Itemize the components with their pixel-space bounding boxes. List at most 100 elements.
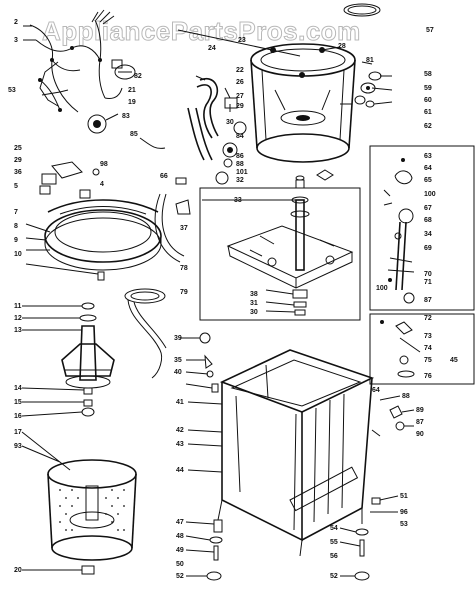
part-82-plug bbox=[114, 64, 136, 80]
callout-49: 49 bbox=[176, 547, 184, 554]
callout-52b: 52 bbox=[330, 573, 338, 580]
callout-52: 52 bbox=[176, 573, 184, 580]
callout-86: 86 bbox=[236, 153, 244, 160]
callout-88b: 88 bbox=[402, 393, 410, 400]
callout-32: 32 bbox=[236, 177, 244, 184]
callout-41: 41 bbox=[176, 399, 184, 406]
part-22-hose bbox=[187, 77, 219, 161]
callout-57: 57 bbox=[426, 27, 434, 34]
callout-25: 25 bbox=[14, 145, 22, 152]
part-20-nut bbox=[81, 565, 95, 575]
wiring-harness bbox=[29, 9, 123, 113]
part-83-coil bbox=[87, 113, 119, 134]
callout-53: 53 bbox=[8, 87, 16, 94]
tub-washers bbox=[316, 71, 382, 181]
callout-37: 37 bbox=[180, 225, 188, 232]
wash-basket bbox=[47, 459, 137, 561]
callout-73: 73 bbox=[424, 333, 432, 340]
callout-26: 26 bbox=[236, 79, 244, 86]
callout-84: 84 bbox=[236, 133, 244, 140]
callout-36: 36 bbox=[14, 169, 22, 176]
part-57-ring bbox=[343, 3, 381, 17]
callout-20: 20 bbox=[14, 567, 22, 574]
callout-17: 17 bbox=[14, 429, 22, 436]
callout-27: 27 bbox=[236, 93, 244, 100]
callout-96: 96 bbox=[400, 509, 408, 516]
switch-parts-panel bbox=[369, 313, 475, 385]
transmission-assembly-box bbox=[199, 175, 361, 321]
leader-lines bbox=[21, 25, 415, 577]
agitator-assembly bbox=[61, 302, 115, 417]
callout-69: 69 bbox=[424, 245, 432, 252]
callout-83: 83 bbox=[122, 113, 130, 120]
callout-54: 54 bbox=[330, 525, 338, 532]
callout-72: 72 bbox=[424, 315, 432, 322]
callout-101: 101 bbox=[236, 169, 248, 176]
callout-9: 9 bbox=[14, 237, 18, 244]
callout-35: 35 bbox=[174, 357, 182, 364]
callout-24: 24 bbox=[208, 45, 216, 52]
callout-30: 30 bbox=[226, 119, 234, 126]
callout-4: 4 bbox=[100, 181, 104, 188]
part-10-bolt bbox=[97, 271, 105, 281]
callout-13: 13 bbox=[14, 327, 22, 334]
callout-76: 76 bbox=[424, 373, 432, 380]
callout-16: 16 bbox=[14, 413, 22, 420]
callout-62: 62 bbox=[424, 123, 432, 130]
callout-23: 23 bbox=[238, 37, 246, 44]
callout-19: 19 bbox=[128, 99, 136, 106]
callout-47: 47 bbox=[176, 519, 184, 526]
callout-39: 39 bbox=[174, 335, 182, 342]
callout-11: 11 bbox=[14, 303, 22, 310]
callout-44: 44 bbox=[176, 467, 184, 474]
washer-cabinet bbox=[217, 349, 375, 557]
callout-53b: 53 bbox=[400, 521, 408, 528]
callout-59: 59 bbox=[424, 85, 432, 92]
callout-85: 85 bbox=[130, 131, 138, 138]
outer-tub bbox=[250, 43, 356, 163]
mixing-valve-parts bbox=[39, 161, 100, 199]
callout-29b: 29 bbox=[14, 157, 22, 164]
callout-28: 28 bbox=[338, 43, 346, 50]
callout-89: 89 bbox=[416, 407, 424, 414]
callout-22: 22 bbox=[236, 67, 244, 74]
callout-70: 70 bbox=[424, 271, 432, 278]
callout-2: 2 bbox=[14, 19, 18, 26]
callout-56: 56 bbox=[330, 553, 338, 560]
callout-87: 87 bbox=[424, 297, 432, 304]
callout-90: 90 bbox=[416, 431, 424, 438]
callout-7: 7 bbox=[14, 209, 18, 216]
callout-21: 21 bbox=[128, 87, 136, 94]
callout-5: 5 bbox=[14, 183, 18, 190]
callout-55: 55 bbox=[330, 539, 338, 546]
part-79-fill-hose bbox=[124, 288, 167, 379]
callout-100b: 100 bbox=[376, 285, 388, 292]
callout-42: 42 bbox=[176, 427, 184, 434]
callout-8: 8 bbox=[14, 223, 18, 230]
callout-81: 81 bbox=[366, 57, 374, 64]
callout-48: 48 bbox=[176, 533, 184, 540]
callout-68: 68 bbox=[424, 217, 432, 224]
callout-78: 78 bbox=[180, 265, 188, 272]
callout-30b: 30 bbox=[250, 309, 258, 316]
callout-45: 45 bbox=[450, 357, 458, 364]
watermark-text: AppliancePartsPros.com bbox=[42, 16, 361, 46]
callout-88: 88 bbox=[236, 161, 244, 168]
callout-50: 50 bbox=[176, 561, 184, 568]
callout-33: 33 bbox=[234, 197, 242, 204]
callout-58: 58 bbox=[424, 71, 432, 78]
callout-34: 34 bbox=[424, 231, 432, 238]
callout-98: 98 bbox=[100, 161, 108, 168]
part-37-part-78-hose bbox=[154, 193, 191, 263]
callout-40: 40 bbox=[174, 369, 182, 376]
part-66-clip bbox=[175, 177, 187, 185]
callout-93: 93 bbox=[14, 443, 22, 450]
callout-87b: 87 bbox=[416, 419, 424, 426]
callout-38: 38 bbox=[250, 291, 258, 298]
tub-fittings bbox=[215, 97, 247, 185]
tub-ring-assembly bbox=[44, 199, 162, 271]
callout-65: 65 bbox=[424, 177, 432, 184]
callout-15: 15 bbox=[14, 399, 22, 406]
callout-64b: 64 bbox=[372, 387, 380, 394]
